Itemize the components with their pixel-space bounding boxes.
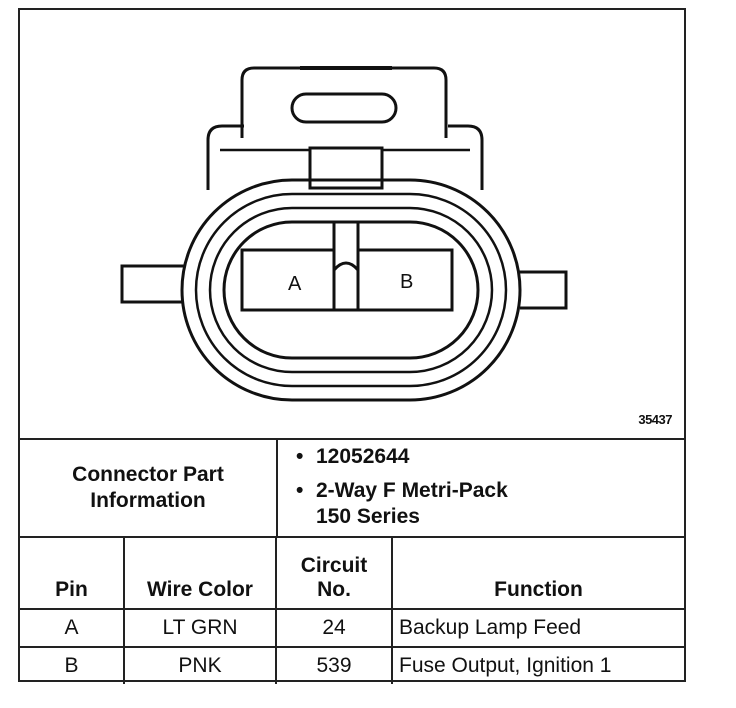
outer-shell: [180, 178, 522, 402]
header-function: Function: [391, 538, 684, 610]
locking-tab: [240, 66, 448, 138]
pin-b-label: B: [400, 271, 413, 293]
cell-circuit: 24: [275, 608, 393, 648]
header-circuit-line1: Circuit: [300, 554, 368, 577]
seal-ring-2: [208, 206, 494, 374]
side-ear-left: [120, 264, 184, 304]
pinout-table-wrapper: Pin Wire Color Circuit No. Function A LT…: [20, 538, 684, 684]
description-line1: 2-Way F Metri-Pack: [316, 479, 508, 502]
cell-wire-color: PNK: [123, 646, 277, 684]
connector-part-info: Connector Part Information • 12052644 • …: [20, 438, 684, 538]
cell-function: Backup Lamp Feed: [391, 608, 684, 648]
shoulder-right: [448, 124, 484, 190]
info-heading-line2: Information: [90, 489, 206, 512]
info-details: • 12052644 • 2-Way F Metri-Pack 150 Seri…: [278, 444, 684, 530]
cell-pin: A: [20, 608, 125, 648]
tab-slot: [290, 92, 398, 124]
shoulder-left: [206, 124, 244, 190]
center-key: [332, 220, 360, 312]
cell-circuit: 539: [275, 646, 393, 684]
cell-wire-color: LT GRN: [123, 608, 277, 648]
connector-card: A B 35437 Connector Part Information • 1…: [18, 8, 686, 684]
bullet-icon: •: [296, 479, 304, 502]
connector-face-drawing: A B: [120, 66, 568, 402]
bullet-icon: •: [296, 445, 304, 468]
cell-function: Fuse Output, Ignition 1: [391, 646, 684, 684]
table-row: B PNK 539 Fuse Output, Ignition 1: [20, 646, 684, 684]
table-row: A LT GRN 24 Backup Lamp Feed: [20, 608, 684, 648]
connector-illustration: A B 35437: [20, 10, 684, 438]
pinout-table: Pin Wire Color Circuit No. Function A LT…: [20, 538, 684, 684]
cell-pin: B: [20, 646, 125, 684]
part-number-row: • 12052644: [278, 444, 684, 470]
header-circuit: Circuit No.: [275, 538, 393, 610]
header-pin: Pin: [20, 538, 125, 610]
description-line2: 150 Series: [316, 505, 420, 528]
seal-ring-1: [194, 192, 508, 388]
header-circuit-line2: No.: [317, 578, 351, 601]
pin-a-label: A: [288, 273, 302, 295]
inner-housing: [222, 220, 480, 360]
figure-id: 35437: [638, 412, 672, 427]
header-wire-color: Wire Color: [123, 538, 277, 610]
side-ear-right: [518, 270, 568, 310]
table-header-row: Pin Wire Color Circuit No. Function: [20, 538, 684, 610]
info-heading-line1: Connector Part: [72, 463, 224, 486]
description-row: • 2-Way F Metri-Pack 150 Series: [278, 478, 684, 530]
part-number: 12052644: [316, 445, 410, 468]
latch-stem: [308, 146, 384, 190]
info-heading: Connector Part Information: [20, 440, 278, 536]
